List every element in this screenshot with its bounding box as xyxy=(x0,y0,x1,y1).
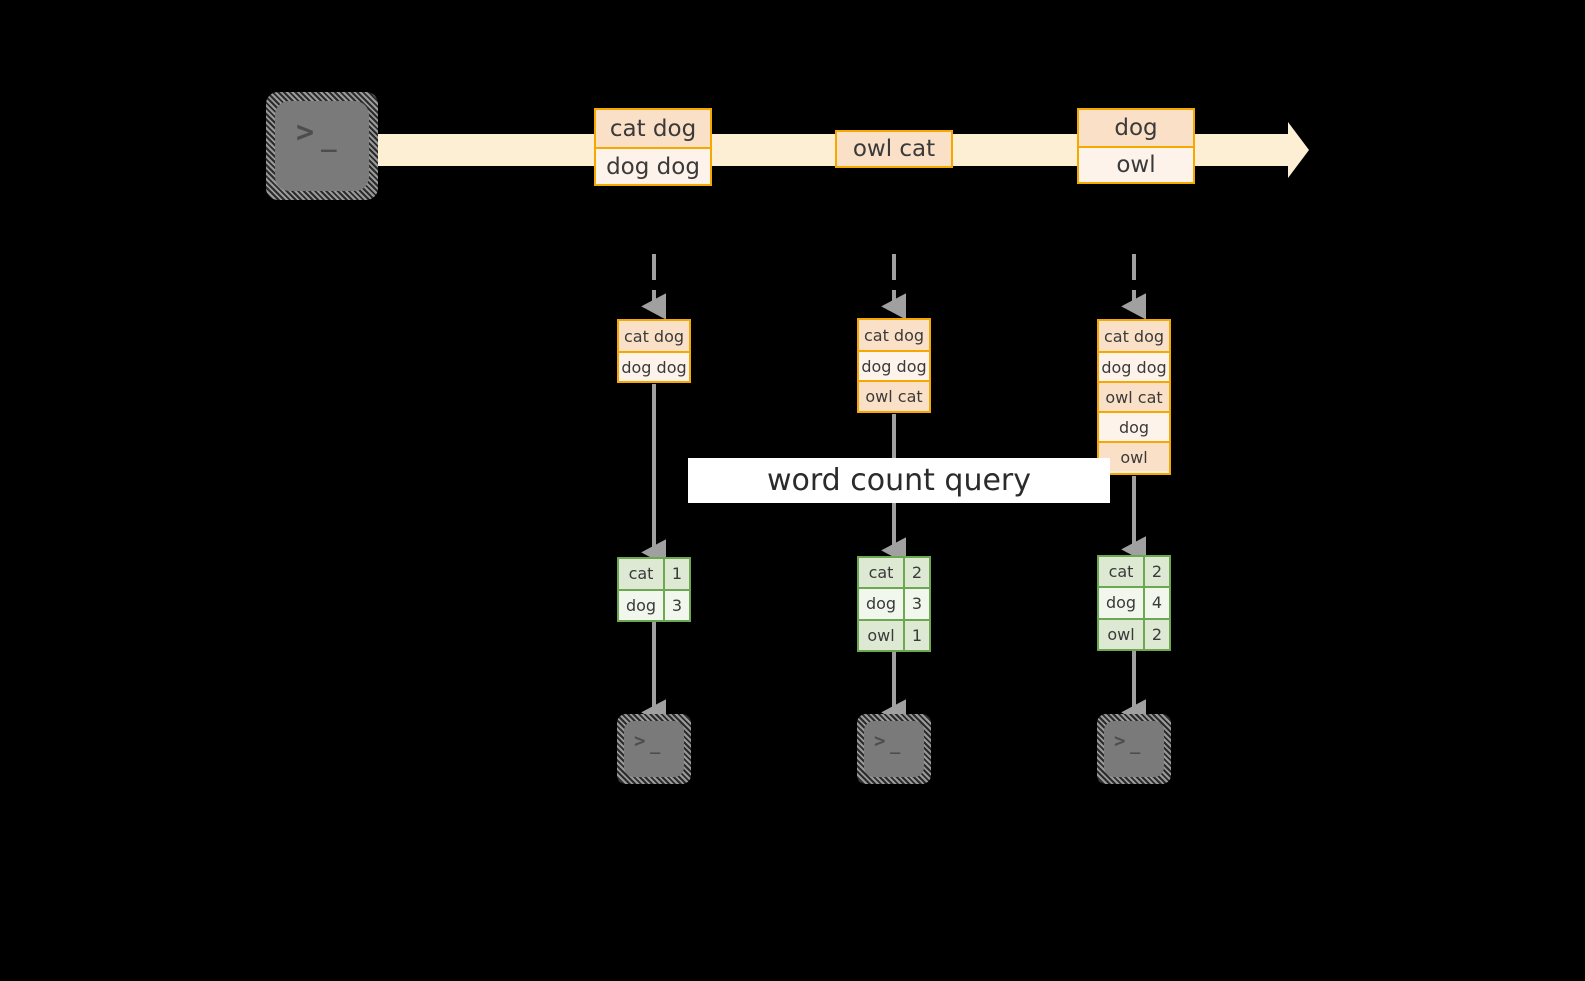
stream-token-dog-owl[interactable]: dog owl xyxy=(1077,108,1195,184)
result-word: dog xyxy=(859,589,903,619)
table-row: owl 2 xyxy=(1099,617,1169,649)
result-count: 1 xyxy=(903,620,929,650)
terminal-prompt-cursor: _ xyxy=(890,735,901,755)
terminal-prompt-symbol: > xyxy=(296,115,315,150)
stream-token-line: owl cat xyxy=(837,132,951,166)
stream-token-line: dog xyxy=(1079,110,1193,146)
snapshot2-result-table[interactable]: cat 2 dog 3 owl 1 xyxy=(857,556,931,652)
snapshot3-result-table[interactable]: cat 2 dog 4 owl 2 xyxy=(1097,555,1171,651)
terminal-body xyxy=(1104,721,1164,777)
stack-line: owl cat xyxy=(859,380,929,411)
table-row: cat 2 xyxy=(1099,557,1169,587)
table-row: cat 1 xyxy=(619,559,689,589)
result-word: owl xyxy=(859,620,903,650)
snapshot3-input-stack[interactable]: cat dog dog dog owl cat dog owl xyxy=(1097,319,1171,475)
result-count: 3 xyxy=(663,590,689,620)
result-word: dog xyxy=(619,590,663,620)
stack-line: dog xyxy=(1099,411,1169,441)
snapshot3-sink-terminal-icon[interactable]: > _ xyxy=(1097,714,1171,784)
stack-line: dog dog xyxy=(859,350,929,380)
terminal-prompt-cursor: _ xyxy=(650,735,661,755)
table-row: dog 3 xyxy=(619,588,689,620)
stack-line: owl cat xyxy=(1099,381,1169,411)
terminal-prompt-symbol: > xyxy=(874,730,886,752)
stack-line: owl xyxy=(1099,441,1169,471)
snapshot1-result-table[interactable]: cat 1 dog 3 xyxy=(617,557,691,622)
terminal-prompt-symbol: > xyxy=(1114,730,1126,752)
stream-token-line: owl xyxy=(1079,146,1193,182)
table-row: dog 4 xyxy=(1099,586,1169,618)
result-word: cat xyxy=(1099,557,1143,587)
result-count: 3 xyxy=(903,589,929,619)
table-row: cat 2 xyxy=(859,558,929,588)
result-word: cat xyxy=(619,559,663,589)
snapshot1-input-stack[interactable]: cat dog dog dog xyxy=(617,319,691,383)
result-word: cat xyxy=(859,558,903,588)
result-count: 2 xyxy=(903,558,929,588)
stack-line: cat dog xyxy=(1099,321,1169,351)
table-row: owl 1 xyxy=(859,618,929,650)
stack-line: cat dog xyxy=(619,321,689,351)
terminal-body xyxy=(624,721,684,777)
stream-token-owl-cat[interactable]: owl cat xyxy=(835,130,953,168)
stack-line: cat dog xyxy=(859,320,929,350)
terminal-body xyxy=(275,101,369,191)
terminal-prompt-cursor: _ xyxy=(321,123,337,153)
result-count: 2 xyxy=(1143,619,1169,649)
terminal-body xyxy=(864,721,924,777)
snapshot2-sink-terminal-icon[interactable]: > _ xyxy=(857,714,931,784)
result-count: 2 xyxy=(1143,557,1169,587)
stack-line: dog dog xyxy=(619,351,689,381)
stream-token-line: cat dog xyxy=(596,110,710,147)
terminal-prompt-cursor: _ xyxy=(1130,735,1141,755)
result-word: dog xyxy=(1099,588,1143,618)
word-count-query-label: word count query xyxy=(688,458,1110,503)
source-terminal-icon[interactable]: > _ xyxy=(266,92,378,200)
table-row: dog 3 xyxy=(859,587,929,619)
result-word: owl xyxy=(1099,619,1143,649)
result-count: 4 xyxy=(1143,588,1169,618)
stream-token-line: dog dog xyxy=(596,147,710,184)
result-count: 1 xyxy=(663,559,689,589)
snapshot1-sink-terminal-icon[interactable]: > _ xyxy=(617,714,691,784)
snapshot2-input-stack[interactable]: cat dog dog dog owl cat xyxy=(857,318,931,413)
stack-line: dog dog xyxy=(1099,351,1169,381)
stream-token-cat-dog-dog-dog[interactable]: cat dog dog dog xyxy=(594,108,712,186)
terminal-prompt-symbol: > xyxy=(634,730,646,752)
